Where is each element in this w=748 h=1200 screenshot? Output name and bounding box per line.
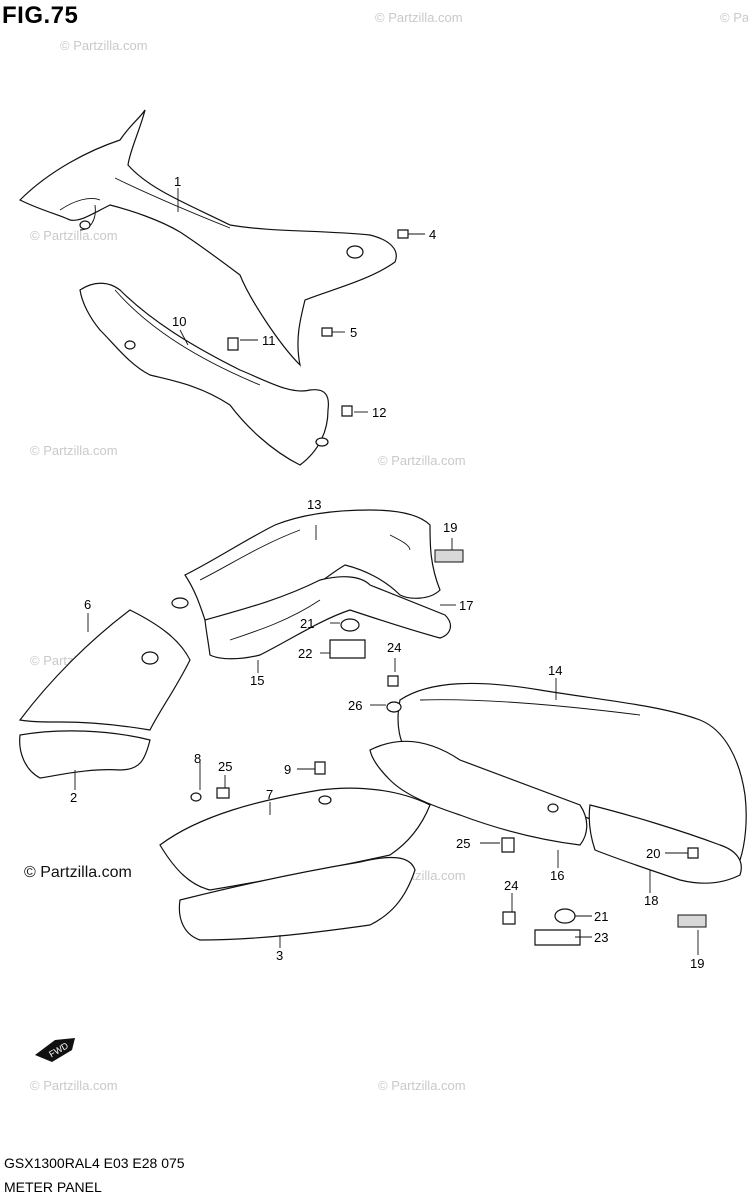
part-12-screw[interactable] [341,405,368,417]
callout-21-b: 21 [594,909,608,924]
part-16-lower-panel[interactable] [369,740,588,846]
part-5-screw[interactable] [321,327,345,337]
part-22-bracket[interactable] [329,639,366,659]
part-24-bolt-b[interactable] [502,911,516,925]
callout-11: 11 [262,333,276,348]
watermark: © Partzilla.com [30,443,118,458]
callout-2: 2 [70,790,77,805]
callout-3: 3 [276,948,283,963]
copyright-notice: © Partzilla.com [24,864,132,881]
watermark: © Partzilla.com [375,10,463,25]
part-6-side-cover[interactable] [18,609,191,731]
diagram-caption: METER PANEL [4,1179,102,1195]
callout-14: 14 [548,663,562,678]
part-26-nut[interactable] [386,701,402,713]
callout-17: 17 [459,598,473,613]
part-7-lower-cover[interactable] [159,787,431,891]
part-15-lower-duct[interactable] [204,576,452,660]
callout-1: 1 [174,174,181,189]
part-18-lower-panel-rear[interactable] [588,804,742,884]
part-11-screw[interactable] [227,337,258,351]
callout-9: 9 [284,762,291,777]
part-25-clip-b[interactable] [501,837,515,853]
watermark: © Partzilla.com [30,228,118,243]
callout-6: 6 [84,597,91,612]
callout-8: 8 [194,751,201,766]
callout-18: 18 [644,893,658,908]
part-23-bracket[interactable] [534,929,581,946]
part-10-lower-panel[interactable] [79,282,330,466]
figure-title: FIG.75 [2,2,79,29]
part-8-clip[interactable] [190,792,202,802]
callout-4: 4 [429,227,436,242]
part-9-screw[interactable] [314,761,326,775]
watermark: © Partzilla.com [720,10,748,25]
callout-21: 21 [300,616,314,631]
callout-20: 20 [646,846,660,861]
part-13-upper-duct[interactable] [171,509,441,623]
part-24-bolt[interactable] [387,675,399,687]
fwd-arrow-icon: FWD [35,1038,75,1062]
callout-15: 15 [250,673,264,688]
callout-25-b: 25 [456,836,470,851]
callout-13: 13 [307,497,321,512]
callout-24-b: 24 [504,878,518,893]
callout-19: 19 [443,520,457,535]
part-19-pad[interactable] [434,549,464,563]
part-21-grommet-b[interactable] [554,908,576,924]
callout-25: 25 [218,759,232,774]
callout-16: 16 [550,868,564,883]
part-20-screw[interactable] [687,847,699,859]
watermark: © Partzilla.com [60,38,148,53]
callout-7: 7 [266,787,273,802]
callout-19-b: 19 [690,956,704,971]
callout-5: 5 [350,325,357,340]
part-25-clip[interactable] [216,787,230,799]
part-1-upper-panel[interactable] [18,109,397,367]
callout-23: 23 [594,930,608,945]
callout-24: 24 [387,640,401,655]
callout-26: 26 [348,698,362,713]
watermark: © Partzilla.com [378,453,466,468]
callout-22: 22 [298,646,312,661]
part-19-pad-b[interactable] [677,914,707,928]
model-code: GSX1300RAL4 E03 E28 075 [4,1155,185,1171]
callout-12: 12 [372,405,386,420]
part-4-screw[interactable] [397,229,425,239]
part-2-side-cover-lower[interactable] [19,730,151,779]
part-21-grommet[interactable] [340,618,360,632]
leader-lines [74,188,699,955]
callout-labels: 1 4 10 11 5 12 13 19 17 6 21 22 24 15 14… [70,174,704,971]
watermark: © Partzilla.com [30,1078,118,1093]
watermark: © Partzilla.com [378,1078,466,1093]
part-3-lower-cover-trim[interactable] [178,856,416,941]
callout-10: 10 [172,314,186,329]
